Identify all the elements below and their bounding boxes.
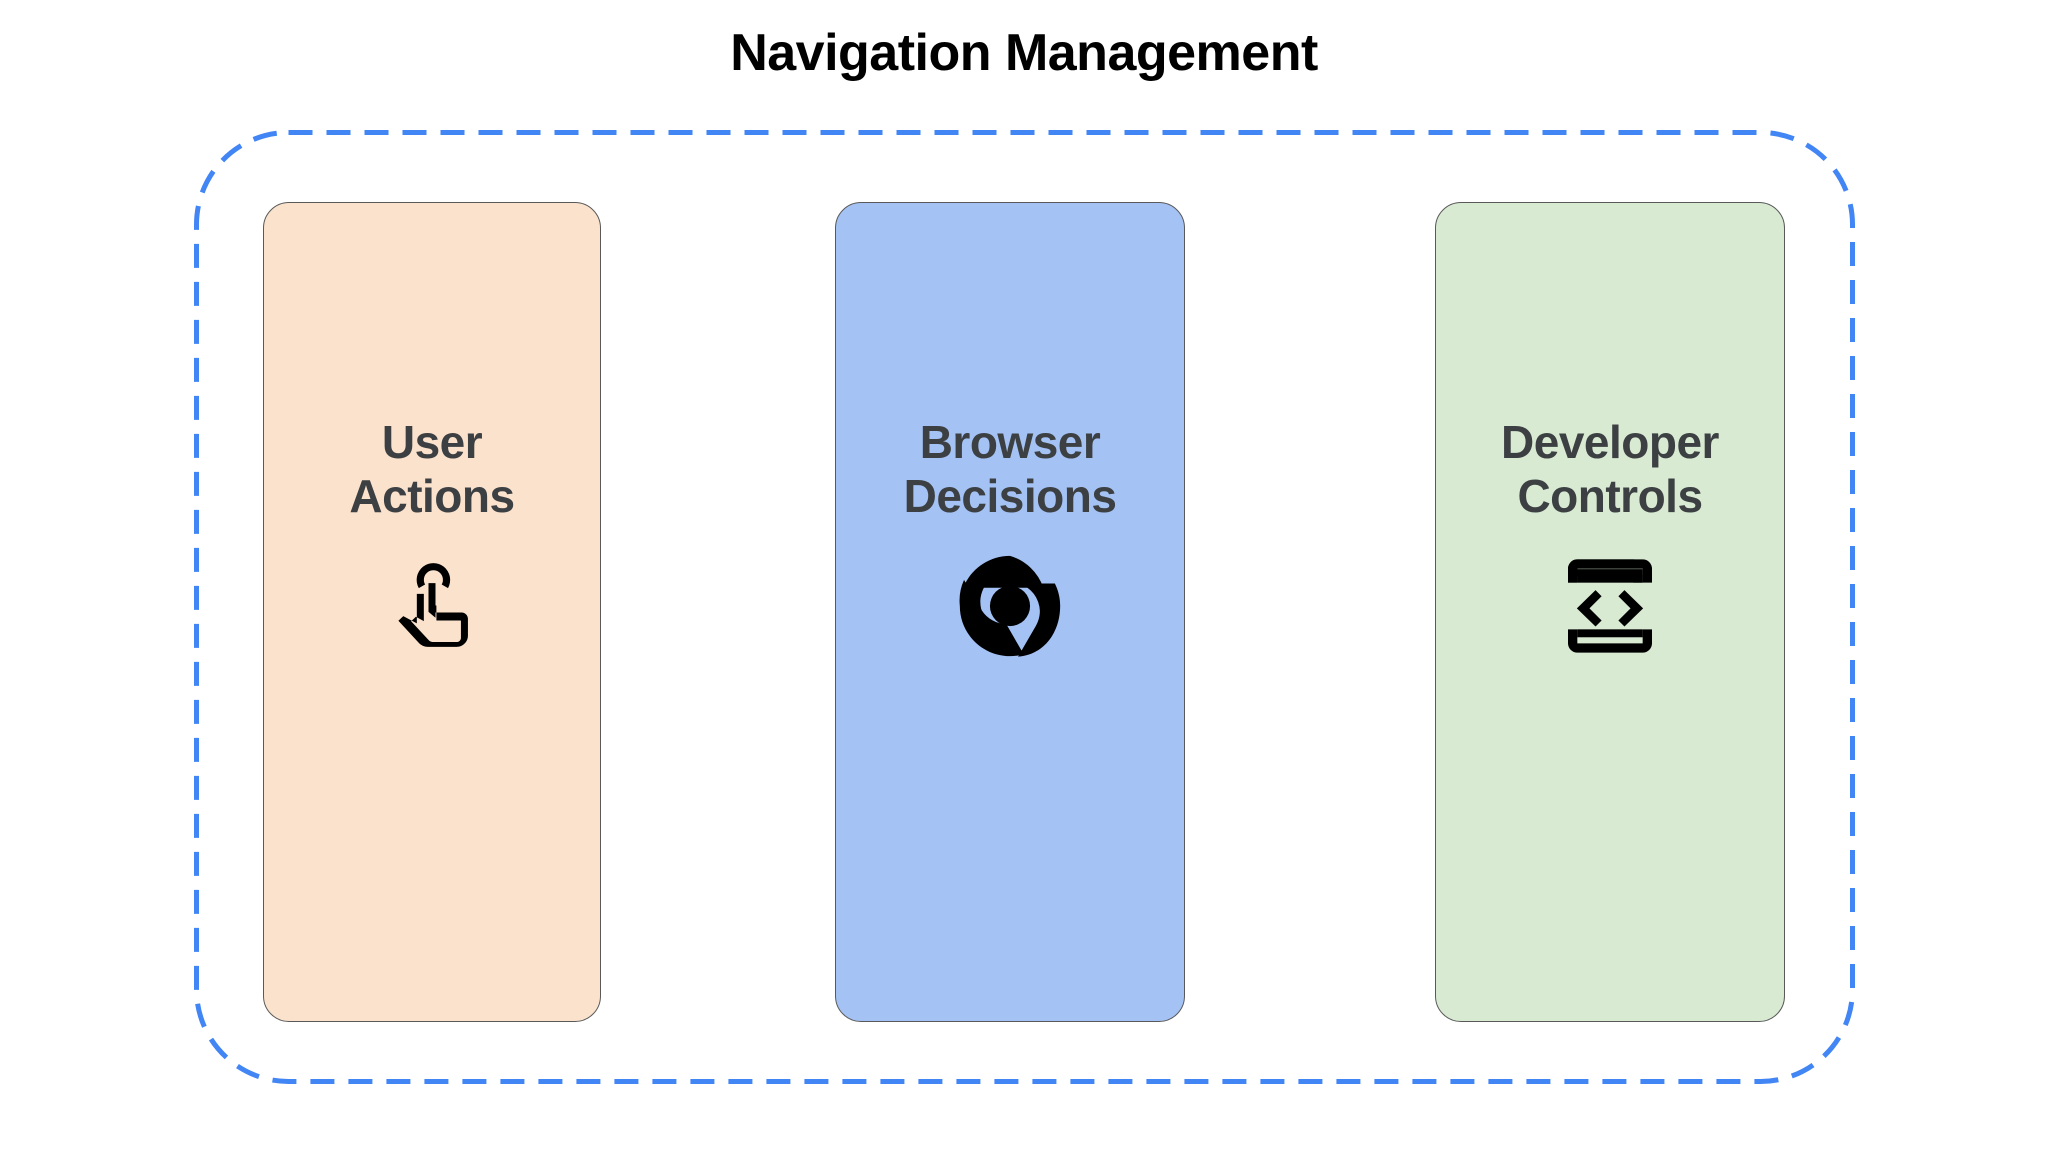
page-title: Navigation Management xyxy=(730,24,1318,82)
chrome-logo-icon xyxy=(954,550,1066,662)
card-user-actions-label: User Actions xyxy=(349,416,515,523)
developer-mode-icon xyxy=(1554,550,1666,662)
touch-app-icon xyxy=(376,550,488,662)
card-browser-decisions[interactable]: Browser Decisions xyxy=(835,202,1185,1022)
card-developer-controls[interactable]: Developer Controls xyxy=(1435,202,1785,1022)
card-browser-decisions-label: Browser Decisions xyxy=(903,416,1117,523)
card-developer-controls-label: Developer Controls xyxy=(1501,416,1719,523)
card-user-actions[interactable]: User Actions xyxy=(263,202,601,1022)
